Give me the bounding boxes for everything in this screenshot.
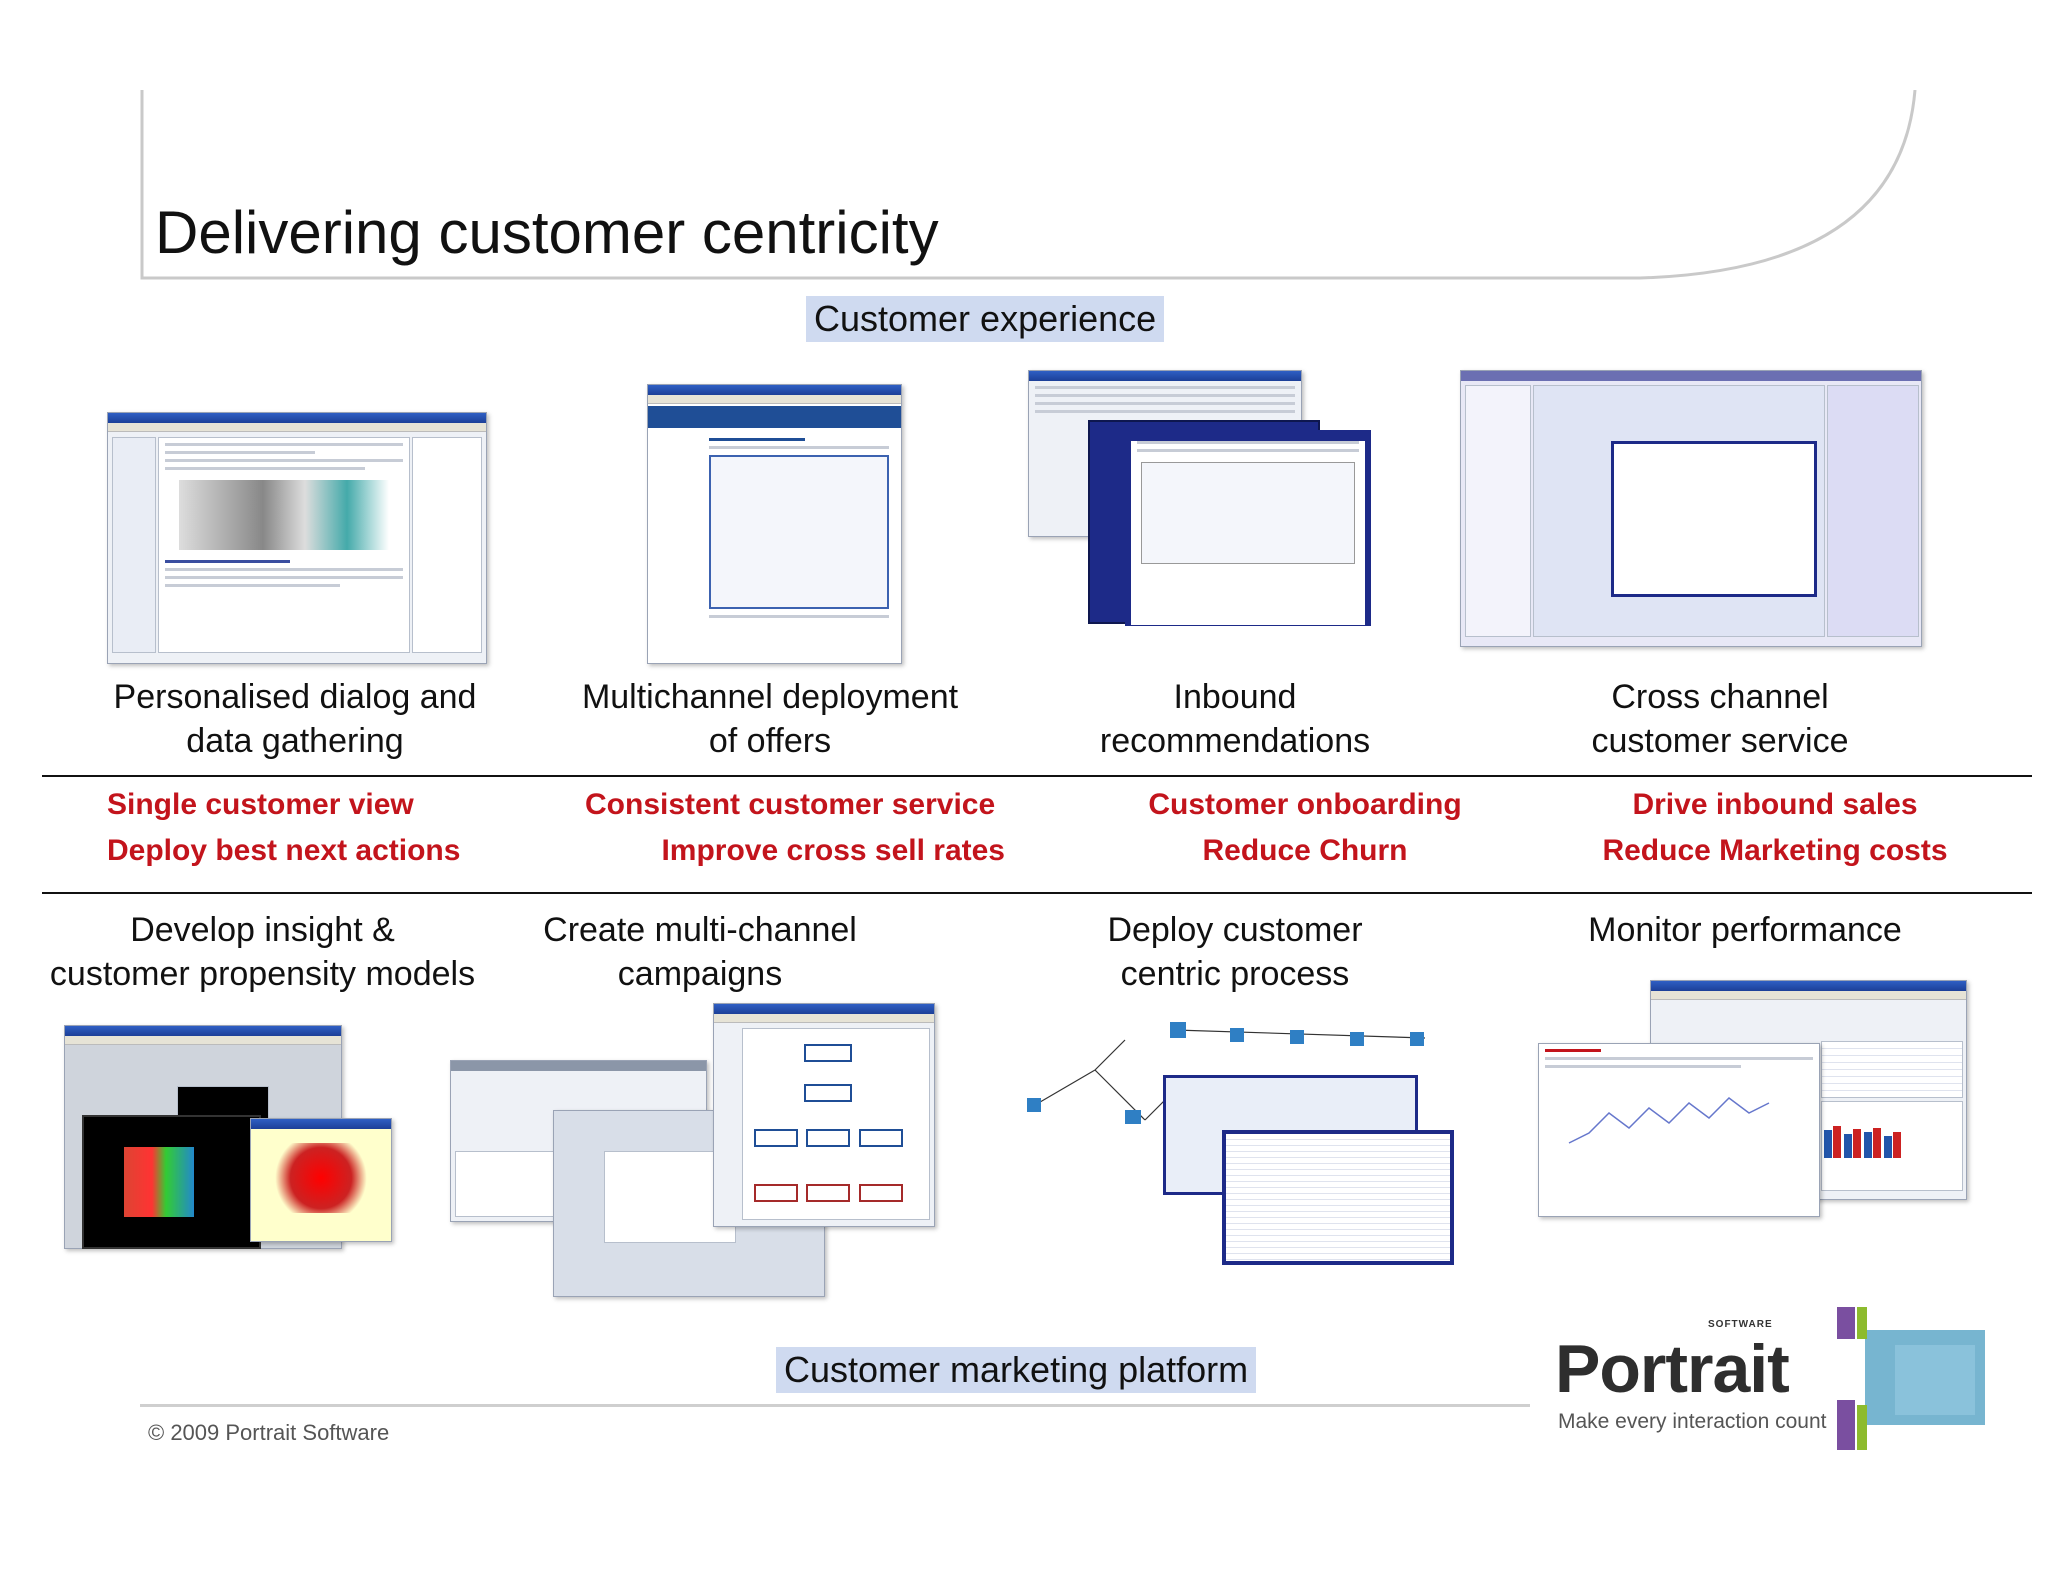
portrait-logo-wordmark: Portrait [1555, 1331, 1790, 1407]
header-swoosh [140, 90, 1917, 280]
footer-divider [140, 1404, 1530, 1407]
slide-title: Delivering customer centricity [155, 199, 939, 266]
screenshot-multichannel-offers [647, 384, 902, 664]
benefits-group-2: Consistent customer service Improve cros… [585, 788, 1005, 867]
screenshot-campaign-flow [713, 1003, 935, 1227]
benefits-group-1: Single customer view Deploy best next ac… [107, 788, 461, 867]
screenshot-cross-channel-service [1460, 370, 1922, 647]
process-flow-diagram [1027, 1022, 1426, 1124]
caption-develop-insight: Develop insight &customer propensity mod… [49, 911, 476, 993]
divider-top [42, 775, 2032, 777]
customer-experience-label: Customer experience [806, 296, 1165, 342]
portrait-logo-mark [1837, 1307, 1985, 1450]
screenshot-crosstab-query [1538, 1043, 1820, 1217]
screenshot-results-grid [1222, 1130, 1454, 1265]
performance-bar-chart [1824, 1126, 1901, 1158]
customer-marketing-platform-label: Customer marketing platform [776, 1347, 1257, 1393]
screenshot-3d-chart [82, 1115, 261, 1249]
divider-bottom [42, 892, 2032, 894]
caption-monitor-performance: Monitor performance [1588, 911, 1902, 949]
portrait-logo-tagline: Make every interaction count [1558, 1410, 1827, 1433]
screenshot-personalised-dialog [107, 412, 487, 664]
logo-software-label: SOFTWARE [1708, 1319, 1773, 1330]
copyright-text: © 2009 Portrait Software [148, 1420, 390, 1445]
screenshot-heatmap-window [250, 1118, 392, 1242]
screenshot-inbound-dialog-front [1125, 430, 1371, 626]
